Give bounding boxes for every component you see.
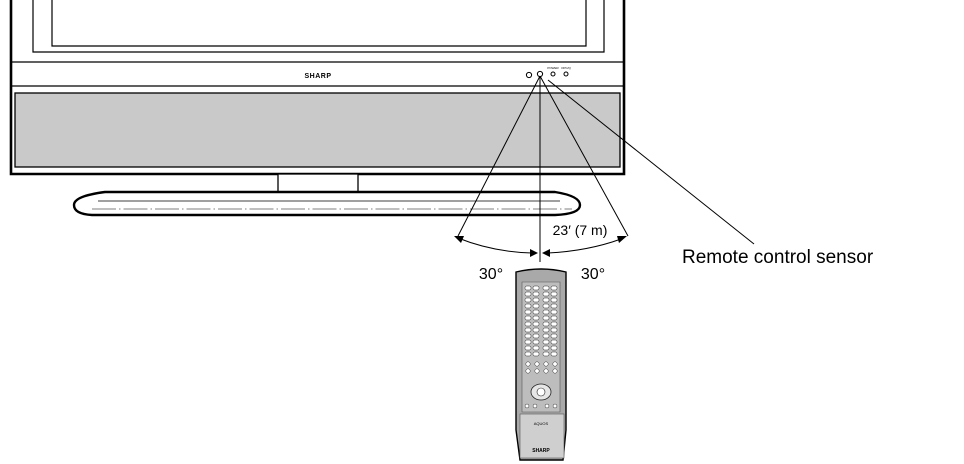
arrow-left-inner-icon [530, 249, 538, 257]
remote-button [524, 297, 532, 303]
remote-button [524, 333, 532, 339]
remote-button [552, 403, 558, 409]
remote-button [550, 321, 558, 327]
arc-arrowheads [454, 236, 627, 257]
remote-button [532, 303, 540, 309]
remote-button [532, 403, 538, 409]
remote-button [532, 339, 540, 345]
remote-button [552, 361, 558, 367]
remote-button [524, 285, 532, 291]
remote-button [532, 327, 540, 333]
remote-button [534, 361, 540, 367]
power-indicator-label: POWER [547, 66, 559, 70]
angle-left-label: 30° [479, 266, 503, 283]
remote-button [550, 291, 558, 297]
remote-button [524, 291, 532, 297]
remote-button [524, 321, 532, 327]
tv-stand [72, 173, 582, 217]
remote-button [542, 345, 550, 351]
remote-button [524, 351, 532, 357]
remote-button [524, 403, 530, 409]
remote-button [532, 297, 540, 303]
remote-button [542, 297, 550, 303]
angle-right-label: 30° [581, 266, 605, 283]
remote-button [542, 339, 550, 345]
distance-label: 23′ (7 m) [553, 222, 608, 238]
remote-button [524, 315, 532, 321]
remote-button [542, 327, 550, 333]
speaker-grille [14, 92, 621, 168]
remote-button [544, 403, 550, 409]
opc-indicator-icon [563, 71, 569, 77]
remote-button [550, 285, 558, 291]
remote-button [524, 309, 532, 315]
remote-button [542, 315, 550, 321]
opc-indicator-label: OPC/Q [561, 66, 571, 70]
remote-button [524, 345, 532, 351]
remote-button [543, 368, 549, 374]
remote-button [532, 291, 540, 297]
remote-button [525, 368, 531, 374]
tv-indicators [525, 70, 569, 79]
remote-button [542, 333, 550, 339]
remote-button [550, 309, 558, 315]
remote-button [532, 333, 540, 339]
arrow-right-inner-icon [542, 249, 550, 257]
remote-button [550, 327, 558, 333]
remote-button [524, 339, 532, 345]
remote-button [542, 321, 550, 327]
remote-model-label: AQUOS [534, 421, 549, 426]
remote-button [550, 315, 558, 321]
remote-button [534, 368, 540, 374]
arrow-right-outer-icon [617, 236, 627, 243]
remote-button [542, 351, 550, 357]
remote-button [542, 285, 550, 291]
remote-button [550, 297, 558, 303]
remote-button [550, 303, 558, 309]
remote-button [524, 327, 532, 333]
remote-button [532, 345, 540, 351]
remote-buttons [524, 285, 558, 409]
remote-brand-logo: SHARP [532, 448, 550, 454]
remote-button [542, 291, 550, 297]
range-lines [457, 75, 755, 262]
remote-button [524, 303, 532, 309]
remote-button [532, 321, 540, 327]
remote-button [542, 303, 550, 309]
angle-arcs [457, 237, 622, 254]
remote-button [550, 339, 558, 345]
power-indicator-icon [550, 71, 556, 77]
remote-sensor-icon [536, 70, 544, 78]
sensor-label: Remote control sensor [682, 247, 874, 268]
remote-button [550, 333, 558, 339]
remote-button [532, 285, 540, 291]
remote-control: AQUOS SHARP [515, 268, 567, 461]
remote-button [525, 361, 531, 367]
remote-button [532, 309, 540, 315]
remote-button [532, 351, 540, 357]
remote-button [550, 351, 558, 357]
tv-brand-logo: SHARP [304, 73, 331, 80]
arrow-left-outer-icon [454, 236, 464, 243]
remote-button [550, 345, 558, 351]
remote-button [542, 309, 550, 315]
left-indicator-icon [525, 71, 533, 79]
remote-button [532, 315, 540, 321]
remote-button [552, 368, 558, 374]
remote-button [543, 361, 549, 367]
